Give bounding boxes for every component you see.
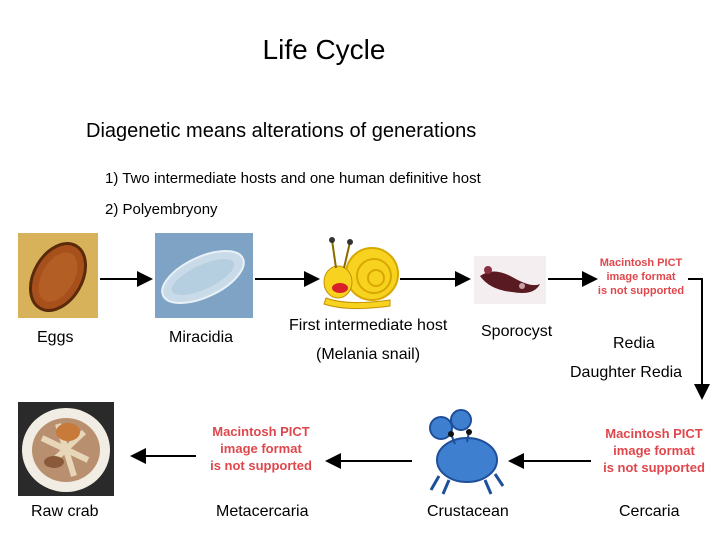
slide-title: Life Cycle bbox=[262, 34, 386, 65]
raw-crab-illustration bbox=[18, 402, 114, 496]
sporocyst-image bbox=[474, 256, 546, 304]
arrow-redia-to-cercaria bbox=[688, 278, 710, 400]
egg-image bbox=[18, 233, 98, 318]
crab-image bbox=[425, 406, 505, 496]
label-sporocyst: Sporocyst bbox=[481, 323, 553, 340]
snail-illustration bbox=[323, 237, 399, 310]
miracidia-image bbox=[155, 233, 253, 318]
egg-illustration bbox=[18, 233, 98, 318]
label-daughter-redia: Daughter Redia bbox=[570, 364, 683, 381]
redia-image-placeholder: Macintosh PICT image format is not suppo… bbox=[597, 257, 685, 297]
label-raw-crab: Raw crab bbox=[31, 503, 99, 520]
cercaria-image-placeholder: Macintosh PICT image format is not suppo… bbox=[603, 426, 705, 475]
crab-illustration bbox=[429, 409, 505, 495]
label-redia: Redia bbox=[613, 335, 655, 352]
point-1: 1) Two intermediate hosts and one human … bbox=[105, 170, 481, 187]
label-miracidia: Miracidia bbox=[169, 329, 234, 346]
label-metacercaria: Metacercaria bbox=[216, 503, 309, 520]
miracidia-illustration bbox=[155, 233, 253, 318]
metacercaria-image-placeholder: Macintosh PICT image format is not suppo… bbox=[210, 424, 312, 473]
snail-image bbox=[318, 232, 400, 312]
label-cercaria: Cercaria bbox=[619, 503, 680, 520]
label-eggs: Eggs bbox=[37, 329, 74, 346]
label-first-host: First intermediate host bbox=[289, 317, 448, 334]
point-2: 2) Polyembryony bbox=[105, 201, 218, 218]
slide-subtitle: Diagenetic means alterations of generati… bbox=[86, 120, 477, 142]
sporocyst-illustration bbox=[474, 256, 546, 304]
label-crustacean: Crustacean bbox=[427, 503, 509, 520]
label-snail: (Melania snail) bbox=[316, 346, 421, 363]
raw-crab-image bbox=[18, 402, 114, 496]
